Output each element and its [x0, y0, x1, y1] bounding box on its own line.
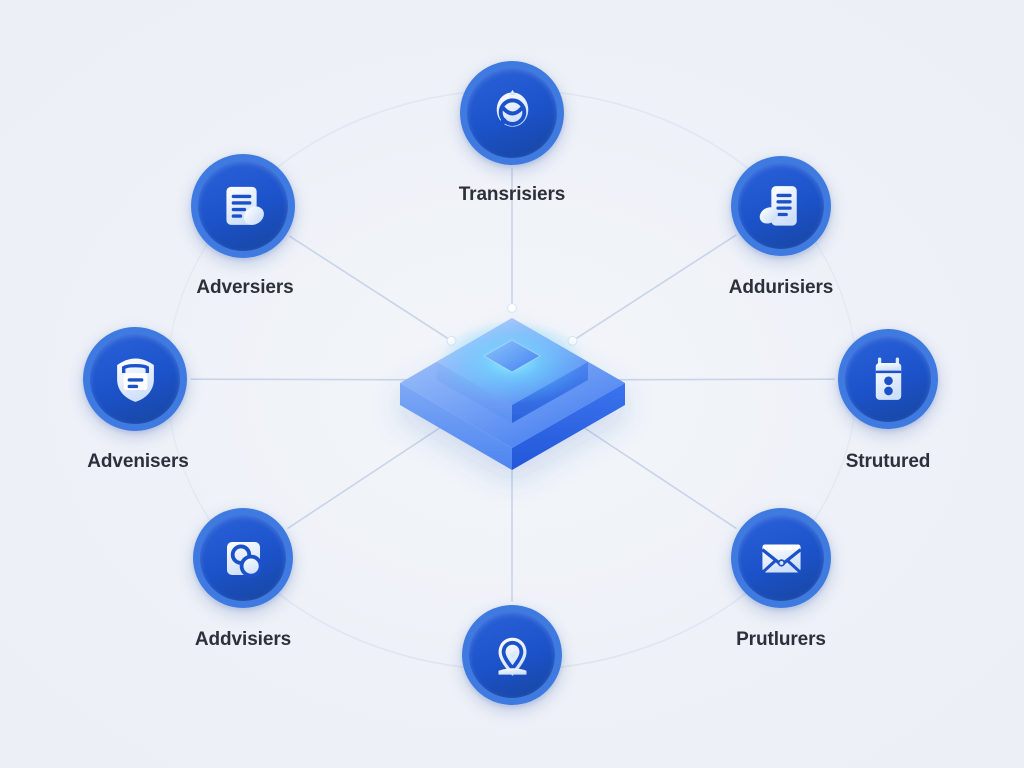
node-top-inner — [467, 68, 557, 158]
connector-line — [571, 234, 737, 342]
node-bottom-left-inner — [200, 515, 286, 601]
search-user-icon — [481, 82, 544, 145]
node-right-circle[interactable] — [838, 329, 938, 429]
node-left-label: Advenisers — [87, 451, 189, 472]
envelope-icon — [751, 528, 812, 589]
document-search-icon — [751, 176, 812, 237]
node-top-label: Transrisiers — [458, 184, 566, 205]
clipboard-calendar-icon — [858, 349, 919, 410]
node-top-left-inner — [198, 161, 288, 251]
connector-line — [571, 418, 737, 530]
node-bottom-left-label: Addvisiers — [194, 629, 292, 650]
node-top-right-label: Addurisiers — [728, 277, 834, 298]
node-top-left-circle[interactable] — [191, 154, 295, 258]
location-pin-icon — [482, 625, 543, 686]
node-bottom-circle[interactable] — [462, 605, 562, 705]
connector-line — [289, 235, 453, 342]
platform-stack — [400, 318, 625, 470]
connector-line — [583, 378, 835, 381]
node-bottom-right-circle[interactable] — [731, 508, 831, 608]
node-right-label: Strutured — [845, 451, 931, 472]
node-top-right-circle[interactable] — [731, 156, 831, 256]
node-bottom-left-circle[interactable] — [193, 508, 293, 608]
node-bottom-right-label: Prutlurers — [736, 629, 826, 650]
node-right-inner — [845, 336, 931, 422]
document-magnifier-icon — [212, 175, 275, 238]
node-bottom-inner — [469, 612, 555, 698]
node-top-right-inner — [738, 163, 824, 249]
node-left-inner — [90, 334, 180, 424]
connector-endpoint-dot — [507, 303, 517, 313]
node-top-circle[interactable] — [460, 61, 564, 165]
shield-card-icon — [104, 348, 167, 411]
connector-line — [287, 418, 453, 530]
node-bottom-right-inner — [738, 515, 824, 601]
photo-circles-icon — [213, 528, 274, 589]
connector-line — [190, 378, 441, 381]
node-left-circle[interactable] — [83, 327, 187, 431]
node-top-left-label: Adversiers — [196, 277, 294, 298]
edge-group — [190, 168, 835, 602]
